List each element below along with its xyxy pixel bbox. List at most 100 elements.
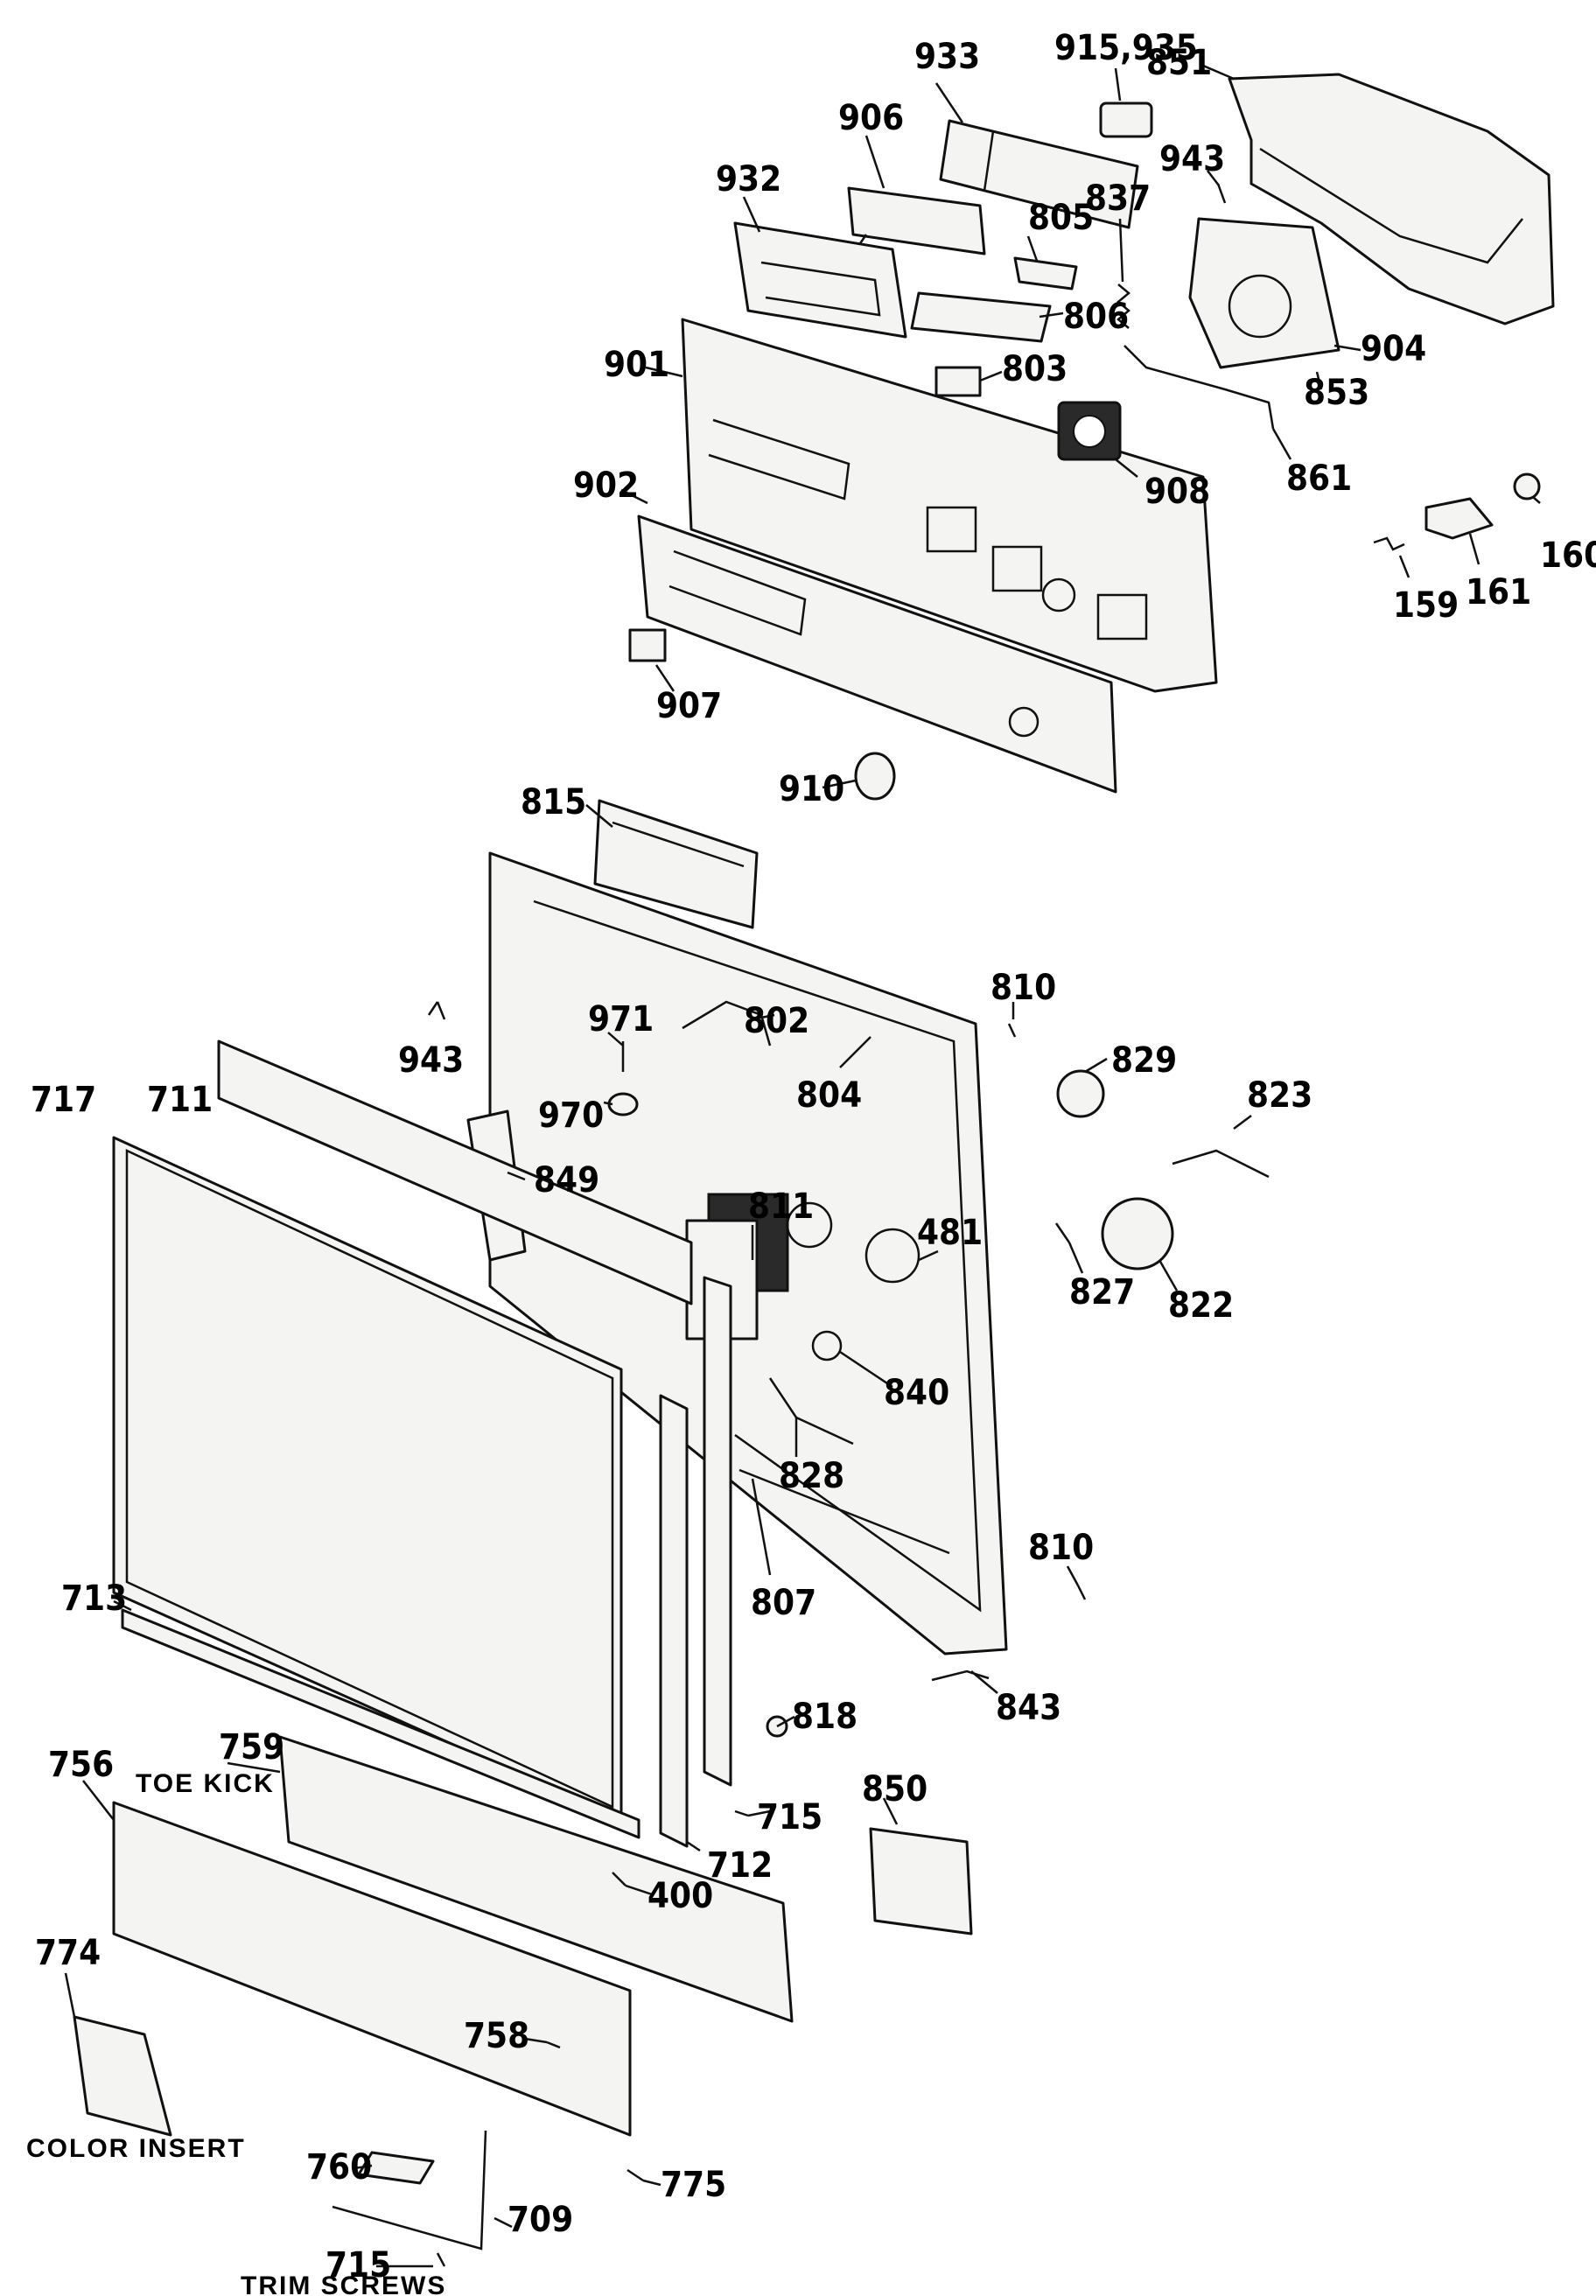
part-915-935-shape xyxy=(1099,102,1153,138)
callout-907: 907 xyxy=(656,686,722,726)
part-901-cutout-2 xyxy=(991,545,1043,592)
callout-943b: 943 xyxy=(398,1040,464,1081)
callout-971: 971 xyxy=(588,999,654,1040)
callout-823: 823 xyxy=(1247,1075,1312,1116)
leader-970 xyxy=(603,1101,613,1106)
leader-908 xyxy=(1115,458,1138,478)
part-910-shape xyxy=(854,752,896,801)
part-933-detail xyxy=(983,130,995,192)
note-color-insert: COLOR INSERT xyxy=(26,2134,246,2163)
part-904-dial xyxy=(1228,274,1292,339)
callout-901: 901 xyxy=(604,345,669,385)
callout-758: 758 xyxy=(464,2016,529,2056)
leader-807 xyxy=(751,1478,772,1576)
part-810b-shape xyxy=(1076,1585,1087,1600)
part-802-shape xyxy=(682,1000,772,1046)
leader-806 xyxy=(1039,312,1064,318)
part-807-strip xyxy=(738,1468,950,1555)
callout-861: 861 xyxy=(1286,458,1352,499)
callout-161: 161 xyxy=(1466,572,1531,612)
leader-843 xyxy=(970,1670,998,1694)
part-715b-shape xyxy=(436,2252,446,2267)
part-804-gasket xyxy=(533,900,982,1613)
part-932-detail xyxy=(760,261,881,317)
leader-932 xyxy=(742,196,761,233)
part-901-cutout-1 xyxy=(926,506,977,553)
part-803-shape xyxy=(934,366,982,397)
callout-760: 760 xyxy=(306,2147,372,2188)
part-853-861-shape xyxy=(1124,345,1275,430)
part-815-grille xyxy=(612,821,745,868)
leader-802 xyxy=(752,1013,775,1021)
callout-851: 851 xyxy=(1146,43,1212,83)
leader-827 xyxy=(1068,1242,1084,1274)
part-901-cutout-3 xyxy=(1096,593,1148,640)
leader-971 xyxy=(607,1032,624,1046)
leader-910 xyxy=(822,779,857,789)
part-775-shape xyxy=(626,2168,644,2182)
part-756-shape xyxy=(112,1801,632,2137)
callout-815: 815 xyxy=(521,782,586,822)
leader-933 xyxy=(934,82,964,123)
leader-803 xyxy=(979,370,1003,382)
callout-829: 829 xyxy=(1111,1040,1177,1081)
part-823-shape xyxy=(1172,1149,1270,1179)
leader-906 xyxy=(864,135,886,189)
leader-818 xyxy=(776,1715,795,1728)
part-902-hole xyxy=(1008,706,1040,738)
callout-804: 804 xyxy=(796,1075,862,1116)
part-851-shape xyxy=(1228,73,1555,326)
part-758-shape xyxy=(546,2040,561,2049)
part-837-shape xyxy=(1116,284,1130,329)
callout-822: 822 xyxy=(1168,1285,1234,1326)
part-upright-shape xyxy=(703,1276,732,1787)
part-904-shape xyxy=(1188,217,1340,369)
part-715a-shape xyxy=(734,1810,749,1817)
part-829-shape xyxy=(1056,1069,1105,1118)
callout-labels: 933 915,935 851 906 943 932 805 837 806 … xyxy=(31,28,1596,2286)
part-717-inner xyxy=(125,1149,614,1809)
part-481-shape xyxy=(786,1201,833,1249)
part-161-shape xyxy=(1424,497,1494,540)
callout-717: 717 xyxy=(31,1080,96,1120)
callout-850: 850 xyxy=(862,1769,928,1810)
part-943a-shape xyxy=(1216,183,1227,204)
leader-902 xyxy=(620,488,648,505)
part-159-shape xyxy=(1373,536,1405,551)
leader-907 xyxy=(654,664,676,692)
part-907-shape xyxy=(628,628,667,662)
leader-400 xyxy=(625,1884,653,1896)
leader-756 xyxy=(82,1780,115,1821)
part-827-shape xyxy=(1054,1222,1071,1243)
leader-713 xyxy=(113,1600,132,1612)
callout-759: 759 xyxy=(219,1727,284,1768)
callout-774: 774 xyxy=(35,1933,101,1973)
part-481-b-shape xyxy=(864,1228,920,1284)
callout-849: 849 xyxy=(534,1160,599,1200)
leader-840 xyxy=(839,1350,893,1389)
note-trim-screws: TRIM SCREWS xyxy=(241,2272,446,2296)
callout-902: 902 xyxy=(573,466,639,506)
part-908-dial xyxy=(1073,415,1106,448)
callout-933: 933 xyxy=(914,37,980,77)
callout-970: 970 xyxy=(538,1096,604,1136)
callout-712: 712 xyxy=(707,1845,773,1886)
callout-811: 811 xyxy=(748,1186,814,1227)
part-712-shape xyxy=(659,1394,689,1848)
callout-915-935: 915,935 xyxy=(1054,28,1198,68)
leader-943a xyxy=(1207,170,1220,186)
callout-853: 853 xyxy=(1304,373,1369,413)
leader-161 xyxy=(1468,533,1480,565)
callout-713: 713 xyxy=(61,1578,127,1619)
part-713-shape xyxy=(121,1608,640,1839)
callout-711: 711 xyxy=(147,1080,213,1120)
callout-910: 910 xyxy=(779,769,844,809)
callout-818: 818 xyxy=(792,1697,858,1737)
part-850-shape xyxy=(869,1827,973,1936)
leader-715a xyxy=(747,1810,771,1817)
leader-775 xyxy=(642,2179,662,2187)
leader-853 xyxy=(1315,371,1323,390)
callout-159: 159 xyxy=(1393,585,1459,626)
leader-829 xyxy=(1084,1057,1108,1074)
part-810a-shape xyxy=(1007,1023,1017,1038)
